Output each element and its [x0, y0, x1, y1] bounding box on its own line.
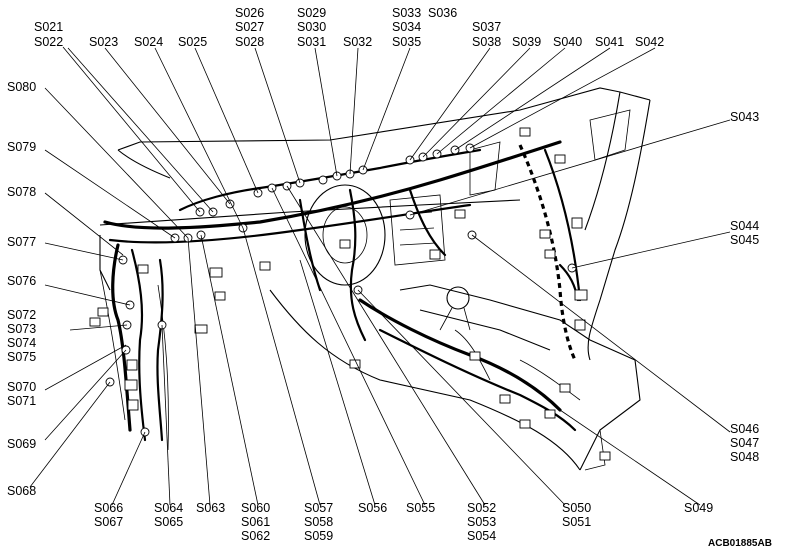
label-S045: S045	[730, 233, 759, 247]
label-S042: S042	[635, 35, 664, 49]
label-S044: S044	[730, 219, 759, 233]
label-S049: S049	[684, 501, 713, 515]
label-S024: S024	[134, 35, 163, 49]
label-S039: S039	[512, 35, 541, 49]
label-S031: S031	[297, 35, 326, 49]
label-S025: S025	[178, 35, 207, 49]
label-S022: S022	[34, 35, 63, 49]
label-S063: S063	[196, 501, 225, 515]
label-S050: S050	[562, 501, 591, 515]
vehicle-body-outline	[99, 87, 651, 471]
label-S030: S030	[297, 20, 326, 34]
label-S065: S065	[154, 515, 183, 529]
label-S037: S037	[472, 20, 501, 34]
label-S053: S053	[467, 515, 496, 529]
label-S046: S046	[730, 422, 759, 436]
label-S080: S080	[7, 80, 36, 94]
label-S064: S064	[154, 501, 183, 515]
label-S075: S075	[7, 350, 36, 364]
label-S021: S021	[34, 20, 63, 34]
connector-blocks	[89, 127, 611, 461]
label-S060: S060	[241, 501, 270, 515]
label-S028: S028	[235, 35, 264, 49]
label-S076: S076	[7, 274, 36, 288]
label-S058: S058	[304, 515, 333, 529]
label-S040: S040	[553, 35, 582, 49]
wire-harness	[103, 140, 582, 442]
label-S026: S026	[235, 6, 264, 20]
label-S059: S059	[304, 529, 333, 543]
steering-column	[304, 184, 386, 286]
label-S032: S032	[343, 35, 372, 49]
leader-lines	[29, 46, 731, 506]
label-S073: S073	[7, 322, 36, 336]
label-S041: S041	[595, 35, 624, 49]
label-S078: S078	[7, 185, 36, 199]
splice-points	[105, 143, 577, 437]
label-S061: S061	[241, 515, 270, 529]
label-S052: S052	[467, 501, 496, 515]
label-S033: S033	[392, 6, 421, 20]
label-S034: S034	[392, 20, 421, 34]
label-S072: S072	[7, 308, 36, 322]
label-S070: S070	[7, 380, 36, 394]
label-S054: S054	[467, 529, 496, 543]
label-S079: S079	[7, 140, 36, 154]
label-S074: S074	[7, 336, 36, 350]
figure-code: ACB01885AB	[708, 538, 772, 549]
label-S027: S027	[235, 20, 264, 34]
label-S069: S069	[7, 437, 36, 451]
label-S071: S071	[7, 394, 36, 408]
label-S067: S067	[94, 515, 123, 529]
label-S051: S051	[562, 515, 591, 529]
label-S056: S056	[358, 501, 387, 515]
label-S038: S038	[472, 35, 501, 49]
label-S077: S077	[7, 235, 36, 249]
label-S043: S043	[730, 110, 759, 124]
label-S035: S035	[392, 35, 421, 49]
label-S055: S055	[406, 501, 435, 515]
label-S062: S062	[241, 529, 270, 543]
label-S036: S036	[428, 6, 457, 20]
gear-shifter	[446, 286, 470, 310]
label-S057: S057	[304, 501, 333, 515]
label-S029: S029	[297, 6, 326, 20]
label-S047: S047	[730, 436, 759, 450]
label-S023: S023	[89, 35, 118, 49]
label-S048: S048	[730, 450, 759, 464]
label-S068: S068	[7, 484, 36, 498]
splice-labels: S021 S022 S023 S024 S025 S026 S027 S028 …	[7, 6, 772, 549]
label-S066: S066	[94, 501, 123, 515]
